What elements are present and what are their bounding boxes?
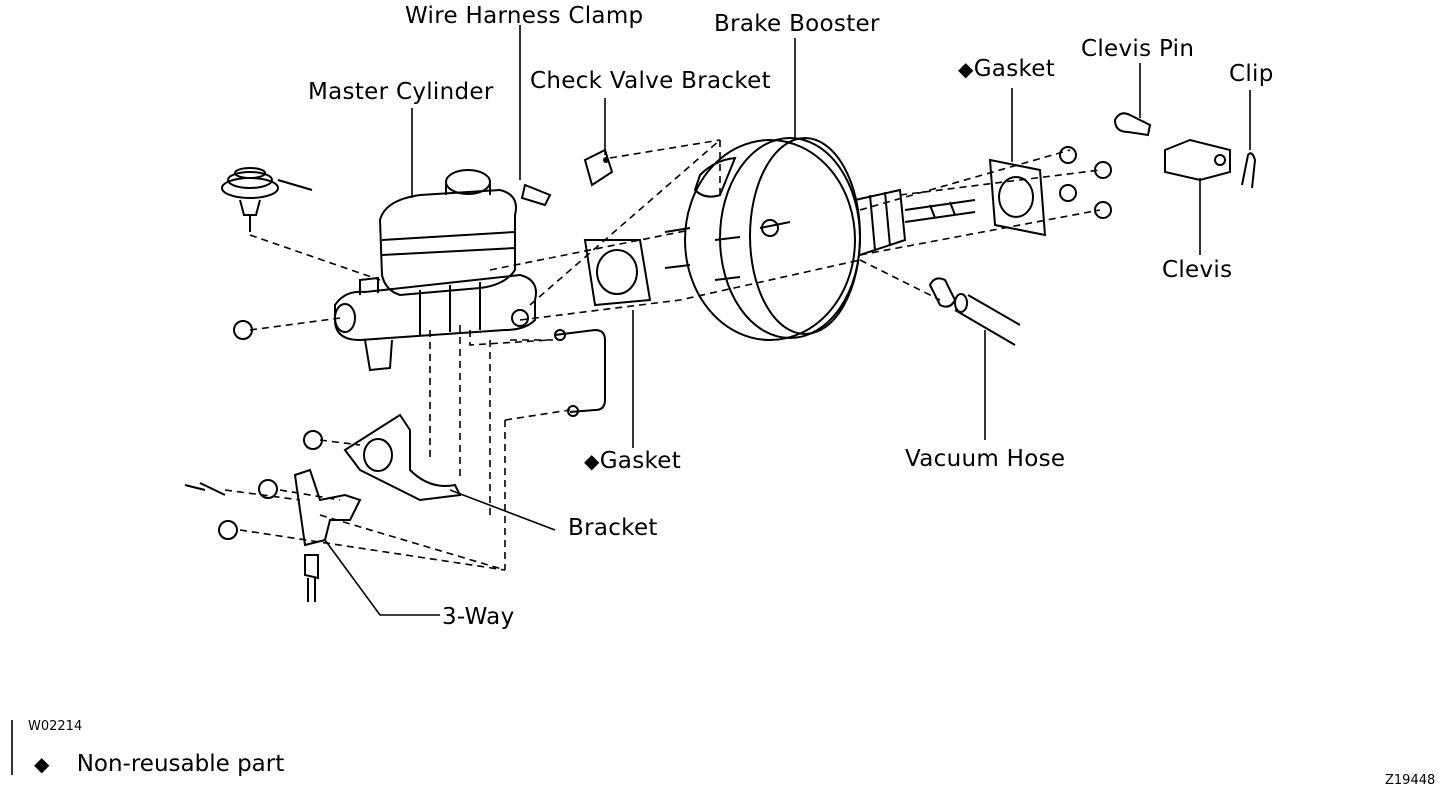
nonreusable-marker: ◆	[958, 57, 974, 81]
page-code: Z19448	[1385, 773, 1436, 788]
label-brake-booster: Brake Booster	[714, 11, 880, 37]
label-master-cylinder: Master Cylinder	[308, 79, 494, 105]
legend-symbol: ◆	[34, 752, 50, 776]
label-bracket: Bracket	[568, 515, 658, 541]
label-clevis-pin: Clevis Pin	[1081, 36, 1195, 62]
label-vacuum-hose: Vacuum Hose	[905, 446, 1066, 472]
label-gasket-top: ◆Gasket	[958, 56, 1056, 82]
legend-nonreusable: ◆ Non-reusable part	[34, 751, 284, 777]
label-clevis: Clevis	[1162, 257, 1233, 283]
figure-code: W02214	[28, 719, 83, 734]
label-wire-harness-clamp: Wire Harness Clamp	[405, 3, 644, 29]
label-three-way: 3-Way	[442, 604, 515, 630]
nonreusable-marker: ◆	[584, 449, 600, 473]
label-clip: Clip	[1229, 61, 1274, 87]
label-check-valve-bracket: Check Valve Bracket	[530, 68, 771, 94]
legend-text: Non-reusable part	[76, 751, 285, 777]
label-gasket-mid: ◆Gasket	[584, 448, 682, 474]
